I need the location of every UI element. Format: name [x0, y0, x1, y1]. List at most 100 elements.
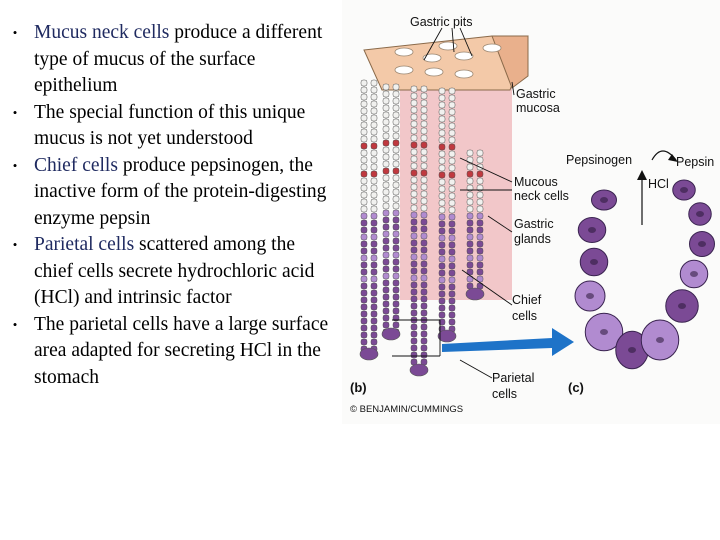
gland-cell — [382, 111, 390, 119]
gland-cell — [476, 233, 484, 241]
gland-cell — [370, 156, 378, 164]
gland-cell — [370, 128, 378, 136]
label-mucous-neck-2: neck cells — [514, 189, 569, 203]
gland-cell — [448, 101, 456, 109]
gland-cell — [370, 247, 378, 255]
gland-cell — [382, 307, 390, 315]
gland-base — [437, 329, 457, 343]
gland-cell — [360, 282, 368, 290]
gland-cell — [420, 274, 428, 282]
gland-cell — [420, 204, 428, 212]
bullet-glyph: • — [12, 157, 18, 173]
label-chief-2: cells — [512, 309, 537, 323]
gland-cell — [420, 120, 428, 128]
gland-cell — [410, 225, 418, 233]
cell-nucleus — [590, 259, 598, 265]
gland-cell — [370, 240, 378, 248]
gland-cell — [382, 237, 390, 245]
gland-cell — [420, 267, 428, 275]
gland-cell — [370, 142, 378, 150]
gland-cell — [438, 311, 446, 319]
gland-cell — [382, 321, 390, 329]
gland-cell — [360, 296, 368, 304]
gland-cell — [370, 219, 378, 227]
gland-cell — [392, 90, 400, 98]
gland-cell — [370, 198, 378, 206]
gland-cell — [476, 177, 484, 185]
pit-opening — [424, 67, 444, 77]
cell-nucleus — [696, 211, 704, 217]
gland-cell — [382, 202, 390, 210]
gland-cell — [392, 188, 400, 196]
gland-cell — [438, 178, 446, 186]
gland-cell — [370, 226, 378, 234]
gland-cell — [420, 190, 428, 198]
gland-base — [465, 287, 485, 301]
gland-cell — [410, 274, 418, 282]
gland-cell — [392, 111, 400, 119]
gland-cell — [392, 160, 400, 168]
gland-cell — [410, 183, 418, 191]
gland-cell — [476, 205, 484, 213]
bullet-item: •Chief cells produce pepsinogen, the ina… — [6, 153, 338, 233]
gland-cell — [438, 143, 446, 151]
gland-cell — [466, 247, 474, 255]
bullet-text: scattered among the chief cells secrete … — [34, 234, 315, 308]
gland-cell — [438, 157, 446, 165]
gland-cell — [448, 129, 456, 137]
gland-cell — [410, 197, 418, 205]
gland-cell — [420, 330, 428, 338]
gland-cell — [370, 310, 378, 318]
gland-cell — [410, 134, 418, 142]
gland-cell — [382, 293, 390, 301]
gland-cell — [360, 198, 368, 206]
gland-cell — [392, 293, 400, 301]
gland-cell — [466, 184, 474, 192]
label-mucous-neck-1: Mucous — [514, 175, 558, 189]
gland-cell — [410, 232, 418, 240]
gland-cell — [410, 204, 418, 212]
gland-cell — [382, 167, 390, 175]
gland-cell — [438, 318, 446, 326]
gland-cell — [476, 156, 484, 164]
gland-cell — [466, 198, 474, 206]
gland-cell — [392, 118, 400, 126]
gland-cell — [438, 255, 446, 263]
gland-cell — [392, 132, 400, 140]
gland-cell — [438, 269, 446, 277]
gland-cell — [382, 83, 390, 91]
pit-opening — [394, 47, 414, 57]
gland-cell — [370, 324, 378, 332]
gland-cell — [438, 234, 446, 242]
gland-cell — [448, 255, 456, 263]
gastric-glands-drawing — [359, 79, 485, 377]
pit-opening — [482, 43, 502, 53]
gland-cell — [370, 121, 378, 129]
gland-cell — [438, 297, 446, 305]
gland-cell — [420, 155, 428, 163]
gland-cell — [438, 262, 446, 270]
gland-cell — [448, 150, 456, 158]
gland-cell — [410, 344, 418, 352]
label-gastric-pits: Gastric pits — [410, 15, 473, 29]
gland-cell — [410, 351, 418, 359]
gland-cell — [448, 220, 456, 228]
gland-cell — [476, 149, 484, 157]
gland-cell — [438, 150, 446, 158]
cell-nucleus — [600, 197, 608, 203]
label-gastric-mucosa-1: Gastric — [516, 87, 556, 101]
gland-cell — [370, 170, 378, 178]
gland-cell — [448, 185, 456, 193]
gland-cell — [448, 206, 456, 214]
gland-cell — [360, 86, 368, 94]
gland-cell — [438, 87, 446, 95]
bullet-text: The parietal cells have a large surface … — [34, 313, 329, 388]
gland-cell — [382, 230, 390, 238]
label-panel-c: (c) — [568, 380, 584, 395]
gland-cell — [410, 330, 418, 338]
gland-cell — [420, 288, 428, 296]
gland-cell — [410, 323, 418, 331]
leader-lines — [392, 27, 515, 379]
gland-cell — [392, 139, 400, 147]
credit-line: © BENJAMIN/CUMMINGS — [350, 404, 463, 415]
